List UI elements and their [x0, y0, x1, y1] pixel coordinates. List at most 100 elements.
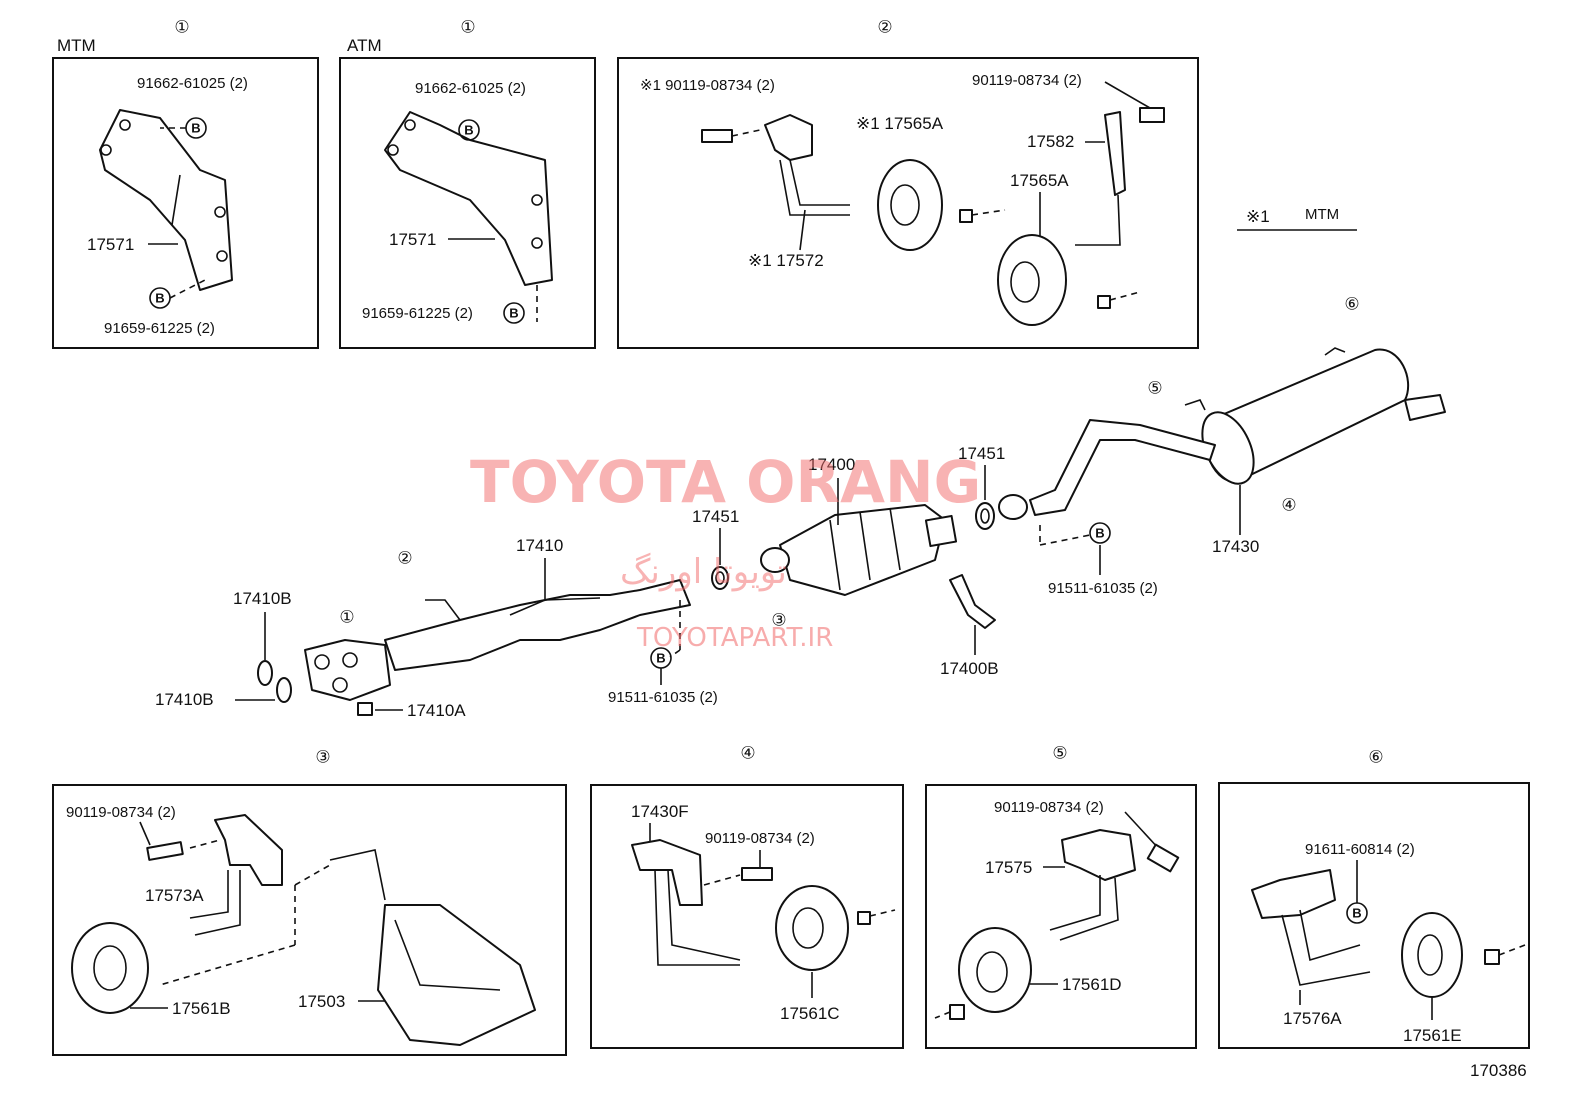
leader-dash	[1039, 534, 1091, 546]
panel4-bolt-label: 90119-08734 (2)	[705, 830, 815, 847]
callout-4: ④	[1281, 496, 1296, 515]
bolt-icon	[1146, 843, 1180, 873]
panel1-mtm-bracket-label: 17571	[87, 235, 134, 254]
fastener-b-mark: B	[509, 306, 518, 321]
bracket-17576A	[1251, 869, 1336, 919]
bolt-icon	[857, 911, 871, 925]
bolt-icon	[701, 129, 733, 143]
callout-1-mtm: ①	[174, 18, 189, 37]
callout-6: ⑥	[1344, 295, 1359, 314]
nut-icon	[357, 702, 373, 716]
hanger-inner	[976, 951, 1008, 993]
flange	[998, 494, 1028, 520]
callout-5-bottom: ⑤	[1052, 744, 1067, 763]
panel2-bracket-left: ※1 17572	[748, 251, 824, 270]
leader-dash	[189, 839, 221, 849]
bracket-arm	[789, 159, 850, 206]
support-detail	[394, 919, 501, 991]
callout-2-main: ②	[397, 549, 412, 568]
fastener-b-mark: B	[191, 121, 200, 136]
fastener-b-mark: B	[1352, 906, 1361, 921]
bracket-arm	[1299, 909, 1361, 962]
bolt-icon	[1139, 107, 1165, 123]
leader	[139, 821, 151, 846]
bracket-17572	[764, 114, 813, 161]
callout-3-main: ③	[771, 611, 786, 630]
converter-rib	[889, 507, 901, 571]
bolt-mid-label: 91511-61035 (2)	[608, 689, 718, 706]
panel3-bolt: 90119-08734 (2)	[66, 804, 176, 821]
leader-dash	[1109, 291, 1141, 301]
leader	[1104, 81, 1151, 109]
bolt-icon	[949, 1004, 965, 1020]
leader-dash	[159, 944, 296, 986]
callout-6-bottom: ⑥	[1368, 748, 1383, 767]
panel5-hanger-label: 17561D	[1062, 975, 1122, 994]
bracket-17582	[1104, 111, 1126, 196]
watermark-title: TOYOTA ORANG	[470, 448, 981, 516]
leader-dash	[294, 864, 331, 886]
bracket-hole	[404, 119, 416, 131]
converter-rib	[829, 519, 841, 591]
flange-hole	[332, 677, 348, 693]
rubber-hanger-icon	[71, 922, 149, 1014]
hanger-rod	[1184, 399, 1206, 411]
leader-dash	[703, 874, 741, 886]
gasket-inner	[715, 571, 725, 585]
tail-tip	[1404, 394, 1446, 421]
leader-dash	[971, 209, 1006, 216]
bracket-hole	[531, 237, 543, 249]
hanger-inner	[792, 907, 824, 949]
panel1-mtm-bolt-bottom: 91659-61225 (2)	[104, 320, 215, 337]
panel1-atm-bracket-label: 17571	[389, 230, 436, 249]
leader	[1124, 811, 1161, 851]
bracket-17400B	[949, 574, 996, 629]
bolt-icon	[1097, 295, 1111, 309]
converter-17400	[779, 504, 946, 596]
bracket-arm	[194, 870, 241, 936]
flange-hole	[314, 654, 330, 670]
panel3-hanger-label: 17561B	[172, 999, 231, 1018]
bracket-arm	[654, 869, 740, 966]
panel4-bracket-label: 17430F	[631, 802, 689, 821]
hanger-inner	[1010, 261, 1040, 303]
bracket-hole	[214, 206, 226, 218]
bolt-right-label: 91511-61035 (2)	[1048, 580, 1158, 597]
callout-1-main: ①	[339, 608, 354, 627]
callout-5: ⑤	[1147, 379, 1162, 398]
callout-1-atm: ①	[460, 18, 475, 37]
flange	[924, 514, 958, 548]
leader-dash	[1498, 944, 1526, 956]
panel6-hanger-label: 17561E	[1403, 1026, 1462, 1045]
gasket-right-label: 17451	[958, 444, 1005, 463]
callout-2: ②	[877, 18, 892, 37]
bolt-icon	[741, 867, 773, 881]
tail-pipe-label: 17430	[1212, 537, 1259, 556]
legend-text: MTM	[1305, 206, 1339, 223]
bracket-arm	[189, 870, 229, 919]
panel2-hanger-label: 17565A	[1010, 171, 1069, 190]
hanger-inner	[890, 184, 920, 226]
panel2-bracket-right: 17582	[1027, 132, 1074, 151]
leader-dash	[869, 909, 896, 917]
gasket-b-top-label: 17410B	[233, 589, 292, 608]
bracket-hole	[387, 144, 399, 156]
hanger-inner	[93, 945, 127, 991]
converter-rib	[859, 511, 871, 581]
hanger-inner	[1417, 934, 1443, 976]
support-17503	[377, 904, 536, 1046]
fastener-b-circle	[1346, 902, 1368, 924]
front-pipe-label: 17410	[516, 536, 563, 555]
panel6-bolt-label: 91611-60814 (2)	[1305, 841, 1415, 858]
panel1-atm-variant: ATM	[347, 36, 382, 55]
bracket-arm	[1059, 877, 1119, 941]
panel4-box	[590, 784, 904, 1049]
leader-dash	[669, 649, 681, 658]
callout-4-bottom: ④	[740, 744, 755, 763]
panel1-mtm-variant: MTM	[57, 36, 96, 55]
rubber-hanger-icon	[1401, 912, 1463, 998]
panel4-hanger-label: 17561C	[780, 1004, 840, 1023]
bolt-icon	[1484, 949, 1500, 965]
panel1-atm-bolt-bottom: 91659-61225 (2)	[362, 305, 473, 322]
